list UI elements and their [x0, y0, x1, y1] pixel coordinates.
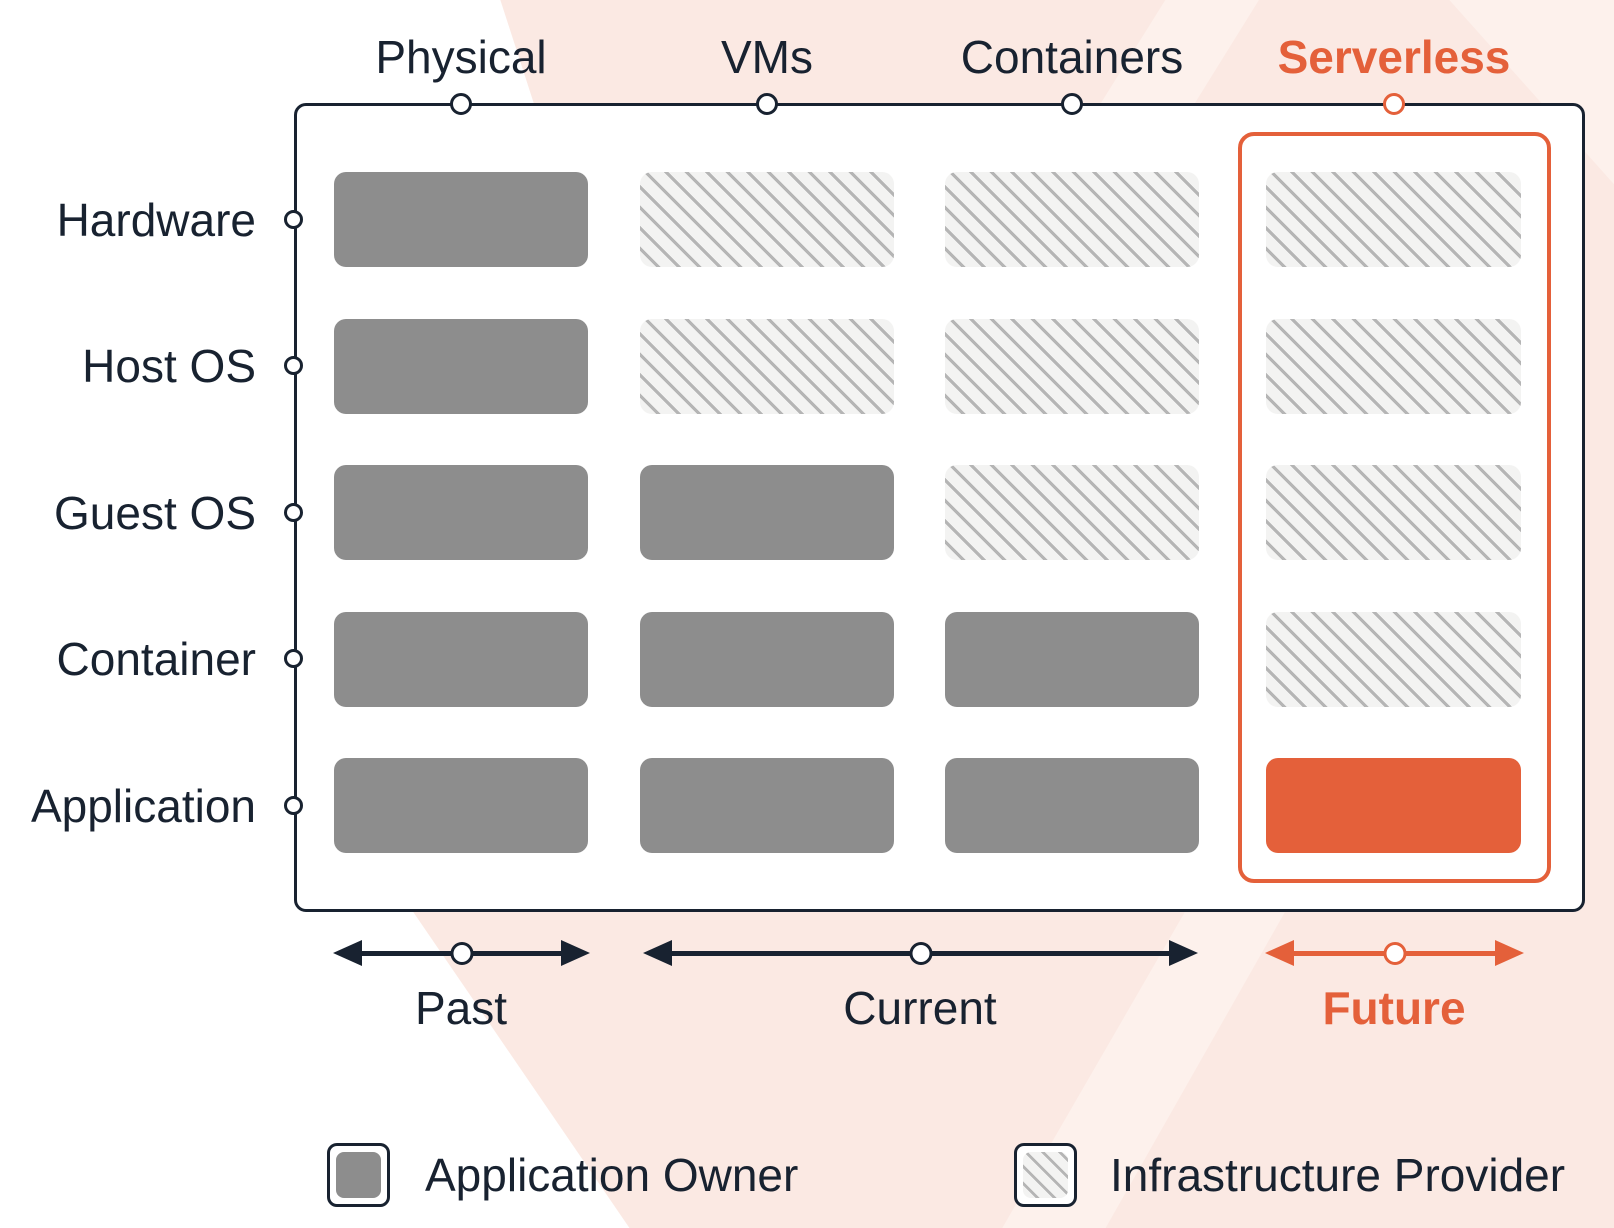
- cell-physical-hardware: [334, 172, 588, 267]
- cell-vms-guest-os: [640, 465, 894, 560]
- arrow-head-left-icon: [643, 940, 672, 966]
- cell-serverless-host-os: [1266, 318, 1521, 414]
- column-header-containers: Containers: [960, 31, 1184, 83]
- arrow-head-right-icon: [1495, 940, 1524, 966]
- arrow-node: [909, 942, 932, 965]
- connector-node-hardware: [284, 210, 303, 229]
- connector-node-container: [284, 649, 303, 668]
- infrastructure-provider-swatch-icon: [1023, 1152, 1068, 1198]
- row-label-host-os: Host OS: [82, 340, 256, 392]
- cell-containers-application: [945, 758, 1199, 853]
- cell-physical-container: [334, 611, 588, 707]
- column-header-serverless: Serverless: [1277, 31, 1511, 83]
- legend-swatch-infrastructure-provider: [1014, 1143, 1077, 1207]
- legend-swatch-application-owner: [327, 1143, 390, 1207]
- cell-containers-container: [945, 611, 1199, 707]
- cell-containers-guest-os: [945, 465, 1199, 560]
- era-label-past: Past: [414, 982, 508, 1034]
- connector-node-guest-os: [284, 503, 303, 522]
- arrow-node: [1383, 942, 1406, 965]
- arrow-head-right-icon: [561, 940, 590, 966]
- cell-vms-container: [640, 611, 894, 707]
- legend-label-application-owner: Application Owner: [425, 1149, 799, 1201]
- row-label-guest-os: Guest OS: [54, 487, 256, 539]
- column-header-vms: VMs: [721, 31, 813, 83]
- connector-node-containers: [1061, 93, 1083, 115]
- arrow-head-left-icon: [1265, 940, 1294, 966]
- era-label-future: Future: [1322, 982, 1466, 1034]
- arrow-head-left-icon: [333, 940, 362, 966]
- cell-containers-hardware: [945, 172, 1199, 267]
- cell-serverless-hardware: [1266, 172, 1521, 267]
- future-arrow: [1265, 938, 1524, 970]
- cell-serverless-container: [1266, 611, 1521, 707]
- current-arrow: [643, 938, 1198, 970]
- cell-physical-guest-os: [334, 465, 588, 560]
- cell-vms-hardware: [640, 172, 894, 267]
- connector-node-host-os: [284, 356, 303, 375]
- cell-vms-application: [640, 758, 894, 853]
- cell-serverless-application: [1266, 758, 1521, 853]
- application-owner-swatch-icon: [336, 1152, 381, 1198]
- arrow-node: [450, 942, 473, 965]
- row-label-container: Container: [56, 633, 256, 685]
- connector-node-serverless: [1383, 93, 1405, 115]
- row-label-hardware: Hardware: [56, 194, 256, 246]
- connector-node-physical: [450, 93, 472, 115]
- legend-label-infrastructure-provider: Infrastructure Provider: [1110, 1149, 1566, 1201]
- cell-containers-host-os: [945, 318, 1199, 414]
- era-label-current: Current: [843, 982, 997, 1034]
- column-header-physical: Physical: [375, 31, 547, 83]
- cell-vms-host-os: [640, 318, 894, 414]
- row-label-application: Application: [30, 780, 256, 832]
- past-arrow: [333, 938, 590, 970]
- cell-physical-host-os: [334, 318, 588, 414]
- cell-serverless-guest-os: [1266, 465, 1521, 560]
- arrow-head-right-icon: [1169, 940, 1198, 966]
- cell-physical-application: [334, 758, 588, 853]
- connector-node-application: [284, 796, 303, 815]
- serverless-highlight-frame: [1238, 132, 1551, 883]
- connector-node-vms: [756, 93, 778, 115]
